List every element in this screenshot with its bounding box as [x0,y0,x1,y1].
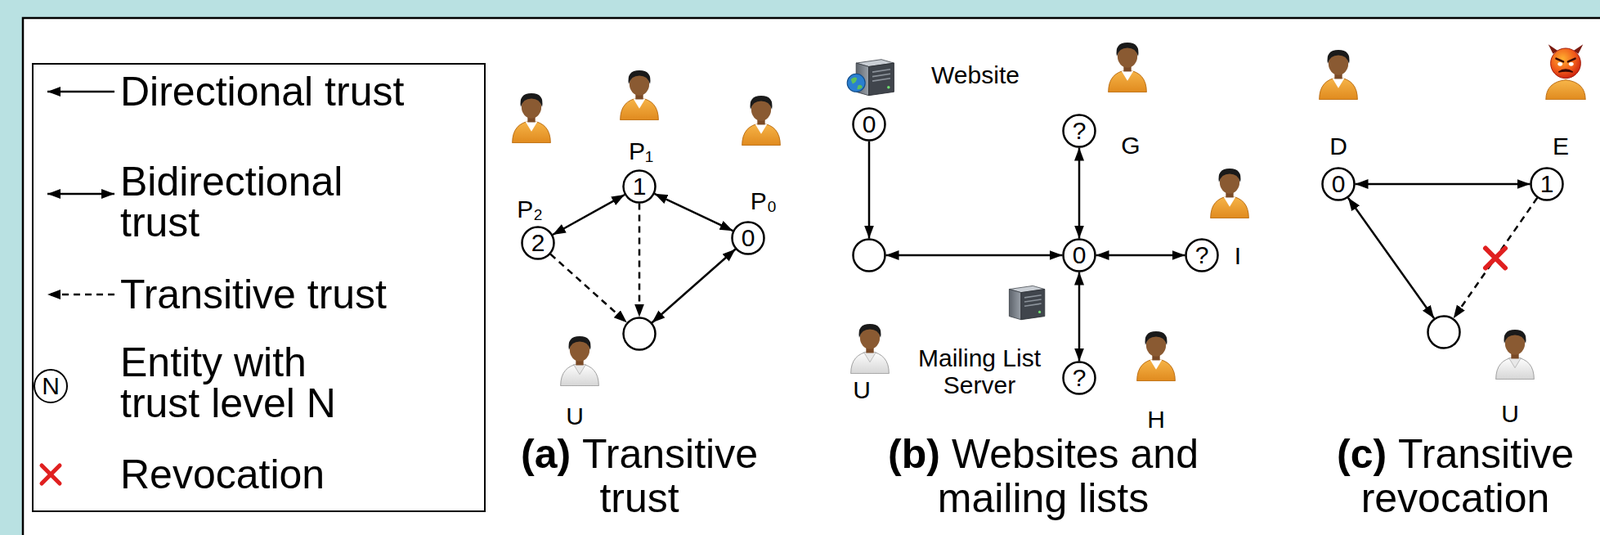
panel-title: Transitive revocation [1361,430,1574,521]
person-icon [1319,49,1358,100]
entity-node: 0Mailing List Server [1062,237,1097,273]
entity-name: U [565,402,584,430]
trust-level: ? [1062,360,1097,395]
entity-node: ?G [1062,113,1097,148]
panel-title: Websites and mailing lists [937,430,1199,521]
trust-level: 1 [1529,166,1565,202]
transitive-trust-arrow [638,203,641,318]
entity-node: 2P₂ [520,225,556,260]
entity-circle [622,316,657,351]
entity-node: 0D [1321,166,1356,202]
trust-level: 2 [520,225,556,260]
trust-arrow [1348,197,1435,319]
person-icon [620,70,659,121]
entity-name: U [1501,399,1520,427]
person-icon [512,93,552,144]
panel-title: Transitive trust [582,430,758,521]
entity-node: 1E [1529,166,1565,202]
entity-node: U [1426,314,1462,350]
panel-letter: (a) [520,430,571,477]
trust-arrow [654,193,734,231]
entity-name: G [1120,131,1140,159]
entity-name: P₂ [516,195,543,223]
trust-level: 0 [1321,166,1356,202]
trust-level: 0 [730,220,766,256]
panel-letter: (b) [887,430,941,477]
trust-arrow [868,141,871,239]
trust-arrow [1078,272,1081,362]
trust-level: ? [1184,237,1220,273]
revocation-mark [1485,248,1506,269]
legend-text: Entity with trust level N [120,341,366,424]
legend-box [32,63,485,511]
entity-name: I [1234,242,1242,269]
entity-node: 0Website [851,107,887,142]
trust-arrow [1096,254,1186,257]
trust-arrow [1355,183,1531,186]
trust-arrow [651,249,736,323]
person-icon [1496,329,1535,380]
entity-circle [851,237,887,273]
panel-letter: (c) [1336,430,1387,477]
entity-name: P₁ [628,137,654,165]
legend-trust-symbol: N [34,369,68,403]
trust-level: 1 [622,169,657,204]
entity-name: U [852,376,871,404]
legend-text: Directional trust [120,71,464,113]
trust-arrow [552,194,625,235]
legend-transitive-sample [47,293,115,296]
entity-node: ?I [1184,237,1220,273]
legend-text: Revocation [120,453,464,495]
person-icon [1137,331,1176,381]
trust-level: 0 [851,107,887,142]
trust-arrow [1078,147,1081,239]
entity-node: U [622,316,657,351]
person-icon [851,323,890,374]
entity-name: D [1329,132,1348,160]
trust-level: ? [1062,113,1097,148]
trust-arrow [886,254,1063,257]
entity-node: U [851,237,887,273]
entity-name: E [1552,132,1569,160]
entity-node: 1P₁ [622,169,657,204]
website-server-icon [847,59,894,96]
entity-name: H [1147,405,1166,433]
person-icon [1210,168,1250,219]
legend-text: Bidirectional trust [120,161,390,243]
transitive-trust-arrow [1453,197,1538,319]
person-icon [742,95,781,146]
entity-circle [1426,314,1462,350]
entity-name: Mailing List Server [908,344,1052,399]
panel-caption: (b)Websites and mailing lists [855,431,1232,520]
white-panel [22,17,1600,535]
legend-text: Transitive trust [120,273,464,315]
panel-caption: (c)Transitive revocation [1316,431,1595,520]
panel-caption: (a)Transitive trust [492,431,787,520]
person-icon [1108,42,1148,93]
legend-bidirectional-sample [47,192,115,196]
entity-name: Website [931,61,1020,89]
entity-node: ?H [1062,360,1097,395]
trust-level: 0 [1062,237,1097,273]
person-icon [560,336,600,386]
mailing-list-server-icon [1008,285,1045,319]
legend-directional-sample [47,90,115,94]
entity-node: 0P₀ [730,220,766,256]
entity-name: P₀ [750,187,777,215]
transitive-trust-arrow [550,254,627,323]
devil-icon [1546,44,1586,100]
legend-entity-sample [34,369,68,403]
legend-revocation-sample [41,465,60,484]
